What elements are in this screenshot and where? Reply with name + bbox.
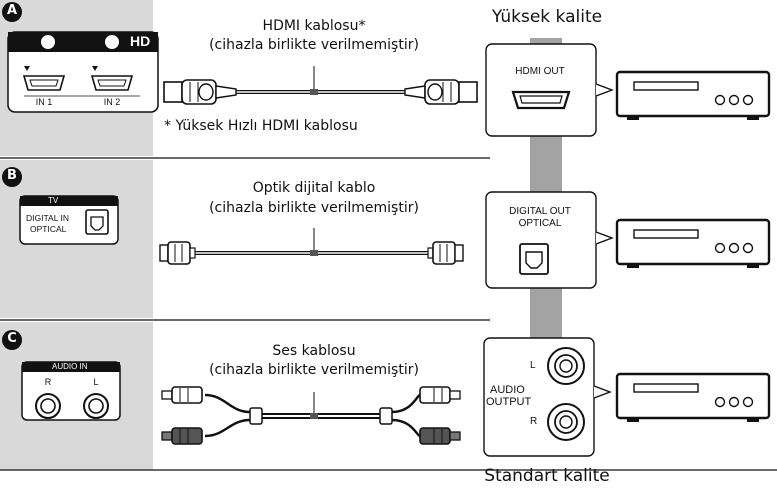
quality-standard-label: Standart kalite (484, 466, 610, 486)
bd-player-device-a (615, 70, 771, 120)
hdmi-cable (163, 66, 478, 105)
hdmi-cable-title: HDMI kablosu* (262, 18, 366, 34)
quality-high-label: Yüksek kalite (491, 7, 603, 27)
audio-cable-note: (cihazla birlikte verilmemiştir) (209, 362, 419, 378)
player-optical-label-2: OPTICAL (518, 218, 562, 229)
badge-a-icon (2, 2, 22, 22)
optical-cable-title: Optik dijital kablo (252, 180, 376, 196)
badge-b-label: B (7, 168, 17, 183)
player-optical-label-1: DIGITAL OUT (509, 206, 571, 217)
badge-c-icon (2, 330, 22, 350)
tv-hdmi-panel (7, 31, 159, 113)
bd-player-device-c (615, 372, 771, 422)
hdmi-cable-note: (cihazla birlikte verilmemiştir) (209, 37, 419, 53)
player-audio-label-2: OUTPUT (486, 396, 532, 408)
badge-c-label: C (7, 331, 17, 346)
tv-audio-in-panel (21, 361, 121, 421)
tv-optical-header: TV (48, 196, 59, 205)
tv-hdmi-in1-label: IN 1 (35, 97, 53, 107)
tv-optical-label-1: DIGITAL IN (26, 213, 69, 223)
player-audio-label-1: AUDIO (490, 384, 525, 396)
player-hdmi-out-box (485, 43, 614, 137)
player-audio-l-label: L (530, 360, 536, 371)
optical-cable (159, 228, 464, 265)
player-optical-out-box (485, 191, 614, 289)
tv-audio-in-header: AUDIO IN (52, 362, 88, 371)
tv-optical-label-2: OPTICAL (30, 224, 67, 234)
player-hdmi-out-label: HDMI OUT (515, 66, 565, 77)
tv-optical-panel (19, 195, 119, 245)
bd-player-device-b (615, 218, 771, 268)
tv-hdmi-in2-label: IN 2 (103, 97, 121, 107)
hdmi-footnote: * Yüksek Hızlı HDMI kablosu (164, 118, 358, 134)
audio-cable (161, 386, 461, 445)
tv-audio-r-label: R (44, 377, 52, 387)
badge-a-label: A (6, 3, 18, 18)
tv-hdmi-logo: HD (130, 33, 151, 49)
player-audio-r-label: R (530, 416, 538, 427)
optical-cable-note: (cihazla birlikte verilmemiştir) (209, 200, 419, 216)
badge-b-icon (2, 167, 22, 187)
player-audio-output-box (483, 337, 612, 457)
tv-audio-l-label: L (93, 377, 99, 387)
audio-cable-title: Ses kablosu (272, 343, 356, 359)
